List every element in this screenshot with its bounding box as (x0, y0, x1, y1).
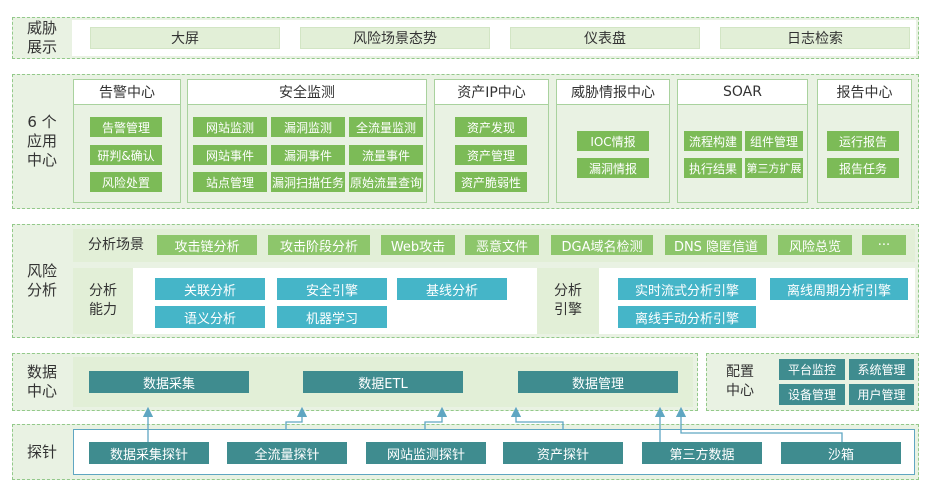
config-center-item[interactable]: 系统管理 (849, 359, 914, 380)
engine-item[interactable]: 离线周期分析引擎 (770, 278, 908, 300)
config-center-item[interactable]: 平台监控 (779, 359, 845, 380)
asset-ip-item[interactable]: 资产脆弱性 (455, 172, 527, 192)
capability-item[interactable]: 基线分析 (397, 278, 507, 300)
analysis-scene-item[interactable]: 恶意文件 (465, 235, 539, 255)
security-monitor-item[interactable]: 全流量监测 (349, 117, 423, 137)
probe-item[interactable]: 沙箱 (781, 442, 901, 464)
probe-item[interactable]: 网站监测探针 (366, 442, 486, 464)
analysis-scene-item[interactable]: 风险总览 (778, 235, 852, 255)
probe-item[interactable]: 全流量探针 (227, 442, 347, 464)
config-center-item[interactable]: 用户管理 (849, 384, 914, 405)
capability-item[interactable]: 语义分析 (155, 306, 265, 328)
app-centers-label: 6 个 应用 中心 (26, 113, 57, 169)
security-monitor-item[interactable]: 网站事件 (193, 145, 267, 165)
capability-item[interactable]: 关联分析 (155, 278, 265, 300)
analysis-engine-label: 分析 引擎 (554, 283, 582, 318)
soar-item[interactable]: 流程构建 (684, 131, 742, 151)
asset-ip-item[interactable]: 资产管理 (455, 145, 527, 165)
threat-display-item[interactable]: 风险场景态势 (300, 27, 490, 49)
security-monitor-item[interactable]: 站点管理 (193, 172, 267, 192)
analysis-scene-more[interactable]: ··· (862, 235, 906, 255)
capability-item[interactable]: 机器学习 (277, 306, 387, 328)
config-center-label: 配置 中心 (726, 364, 754, 399)
threat-display-label: 威胁 展示 (26, 19, 57, 56)
engine-label-bg (537, 268, 599, 334)
security-monitor-item[interactable]: 漏洞扫描任务 (271, 172, 345, 192)
report-center-title: 报告中心 (818, 80, 911, 105)
security-monitor-item[interactable]: 漏洞监测 (271, 117, 345, 137)
asset-ip-item[interactable]: 资产发现 (455, 117, 527, 137)
engine-item[interactable]: 离线手动分析引擎 (618, 306, 756, 328)
report-center-item[interactable]: 报告任务 (827, 158, 899, 178)
data-center-item[interactable]: 数据ETL (303, 371, 463, 393)
threat-intel-item[interactable]: IOC情报 (577, 131, 649, 151)
data-center-item[interactable]: 数据采集 (89, 371, 249, 393)
asset-ip-title: 资产IP中心 (435, 80, 548, 105)
security-monitor-item[interactable]: 漏洞事件 (271, 145, 345, 165)
alert-center-title: 告警中心 (74, 80, 180, 105)
analysis-scene-item[interactable]: 攻击阶段分析 (268, 235, 370, 255)
analysis-scene-item[interactable]: DGA域名检测 (551, 235, 653, 255)
security-monitor-item[interactable]: 原始流量查询 (349, 172, 423, 192)
probes-label: 探针 (26, 442, 57, 461)
analysis-scene-item[interactable]: DNS 隐匿信道 (665, 235, 767, 255)
alert-center-item[interactable]: 研判&确认 (90, 145, 162, 165)
threat-display-item[interactable]: 大屏 (90, 27, 280, 49)
analysis-scene-item[interactable]: 攻击链分析 (157, 235, 257, 255)
data-center-item[interactable]: 数据管理 (518, 371, 678, 393)
analysis-scene-item[interactable]: Web攻击 (381, 235, 455, 255)
config-center-item[interactable]: 设备管理 (779, 384, 845, 405)
soar-item[interactable]: 组件管理 (745, 131, 803, 151)
probe-item[interactable]: 资产探针 (503, 442, 623, 464)
alert-center-item[interactable]: 告警管理 (90, 117, 162, 137)
threat-intel-title: 威胁情报中心 (557, 80, 669, 105)
analysis-capability-label: 分析 能力 (89, 283, 117, 318)
security-monitor-item[interactable]: 流量事件 (349, 145, 423, 165)
probe-item[interactable]: 数据采集探针 (89, 442, 209, 464)
data-center-label: 数据 中心 (26, 363, 57, 400)
threat-intel-item[interactable]: 漏洞情报 (577, 158, 649, 178)
soar-item[interactable]: 第三方扩展 (745, 158, 803, 178)
threat-display-item[interactable]: 日志检索 (720, 27, 910, 49)
risk-analysis-label: 风险 分析 (26, 262, 57, 299)
alert-center-item[interactable]: 风险处置 (90, 172, 162, 192)
engine-item[interactable]: 实时流式分析引擎 (618, 278, 756, 300)
analysis-scenes-label: 分析场景 (88, 236, 144, 253)
report-center-item[interactable]: 运行报告 (827, 131, 899, 151)
soar-item[interactable]: 执行结果 (684, 158, 742, 178)
soar-title: SOAR (678, 80, 807, 105)
probe-item[interactable]: 第三方数据 (642, 442, 762, 464)
threat-display-item[interactable]: 仪表盘 (510, 27, 700, 49)
security-monitor-item[interactable]: 网站监测 (193, 117, 267, 137)
capability-label-bg (73, 268, 133, 334)
capability-item[interactable]: 安全引擎 (277, 278, 387, 300)
security-monitor-title: 安全监测 (188, 80, 426, 105)
